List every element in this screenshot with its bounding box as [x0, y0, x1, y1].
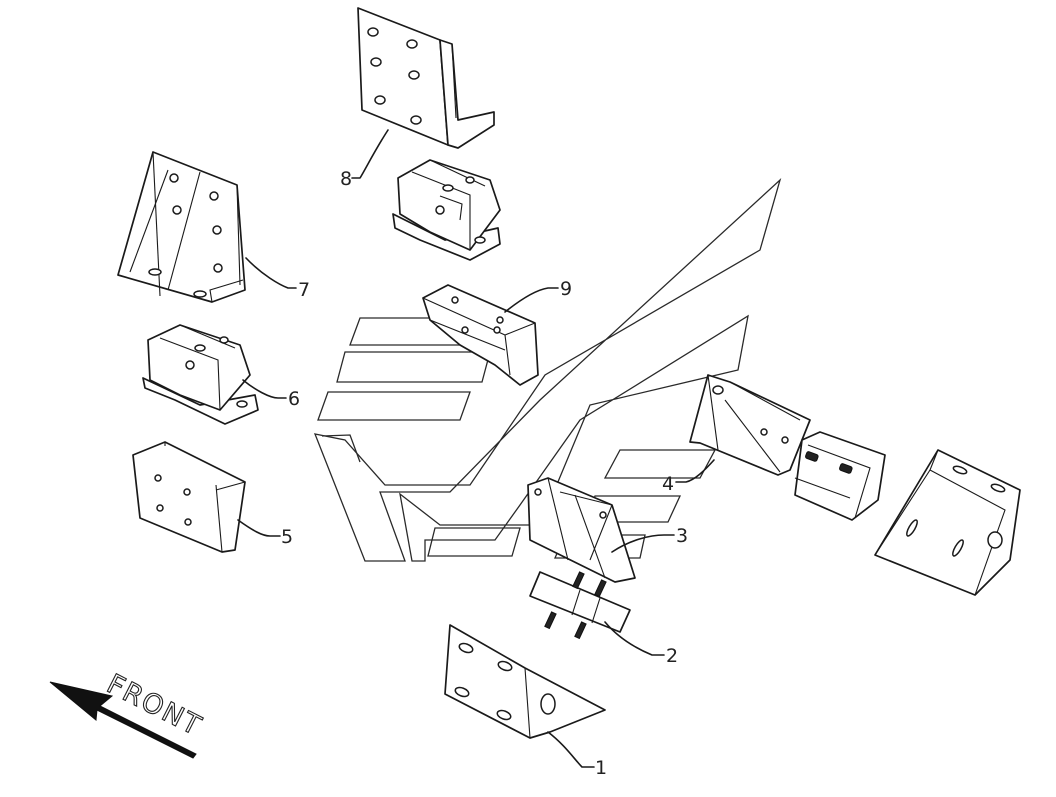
part-6-engine-mount	[142, 324, 259, 425]
callout-4: 4	[662, 473, 674, 495]
part-engine-mount-right	[794, 431, 886, 521]
callout-2: 2	[666, 645, 678, 667]
part-8-l-bracket	[357, 7, 495, 149]
part-5-block-bracket	[132, 441, 246, 553]
part-2-pin-assembly	[529, 571, 631, 640]
callout-1: 1	[595, 757, 607, 779]
arrow-left-down-icon	[49, 681, 197, 759]
callout-5: 5	[281, 526, 293, 548]
bolt-hole	[367, 27, 379, 37]
part-7-gusset-bracket	[117, 151, 246, 303]
front-label: FRONT	[102, 669, 207, 743]
leader-lines	[237, 129, 715, 768]
part-3-bracket	[527, 477, 636, 583]
callout-9: 9	[560, 278, 572, 300]
part-9-bracket	[422, 284, 539, 386]
callout-6: 6	[288, 388, 300, 410]
callout-8: 8	[340, 168, 352, 190]
part-engine-mount-upper	[392, 159, 501, 261]
callout-3: 3	[676, 525, 688, 547]
front-direction-indicator: FRONT	[49, 668, 208, 759]
callout-labels: 1 2 3 4 5 6 7 8 9	[281, 168, 688, 779]
callout-7: 7	[298, 279, 310, 301]
part-1-triangular-plate	[444, 624, 606, 739]
part-corner-bracket-right	[874, 449, 1021, 596]
part-4-triangular-bracket	[689, 374, 811, 476]
